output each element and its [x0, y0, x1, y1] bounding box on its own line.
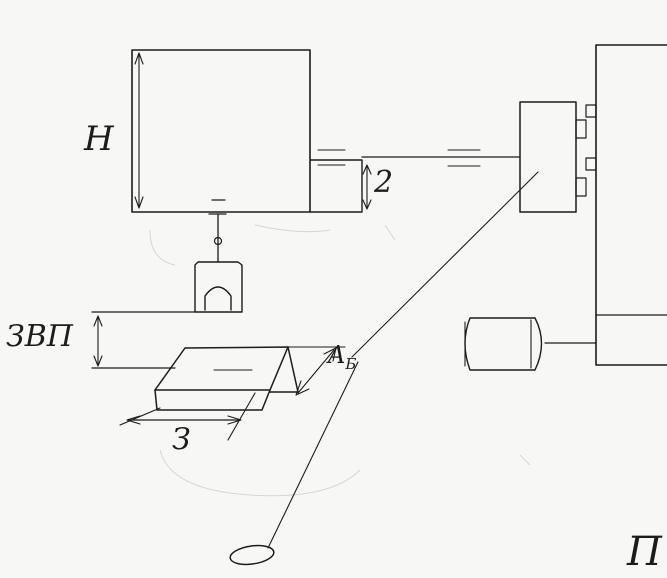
upper-block-outline	[131, 49, 311, 213]
workpiece	[154, 346, 346, 411]
workpiece-depth-label: AБ	[328, 341, 357, 373]
leader-lines	[267, 171, 539, 549]
corner-mark-label: П	[627, 529, 662, 575]
motor	[464, 317, 597, 371]
workpiece-width-label: З	[172, 422, 191, 457]
workpiece-depth-subscript: Б	[345, 354, 357, 373]
clearance-dimension	[91, 311, 196, 369]
foot-pedal	[229, 544, 275, 566]
width-dimension	[119, 392, 256, 441]
height-label: H	[84, 119, 114, 159]
workpiece-clearance-label: ЗВП	[6, 319, 73, 354]
step-block	[309, 149, 363, 213]
horizontal-arm	[361, 149, 521, 167]
bleed-through-marks	[149, 224, 531, 497]
level-dimension	[362, 164, 372, 210]
vertical-column	[595, 44, 667, 366]
height-dimension	[134, 52, 144, 209]
tank-level-label: 2	[374, 165, 394, 200]
right-housing	[519, 101, 597, 213]
spindle-assembly	[194, 213, 243, 313]
depth-dimension	[295, 347, 337, 396]
upper-block	[131, 49, 311, 213]
